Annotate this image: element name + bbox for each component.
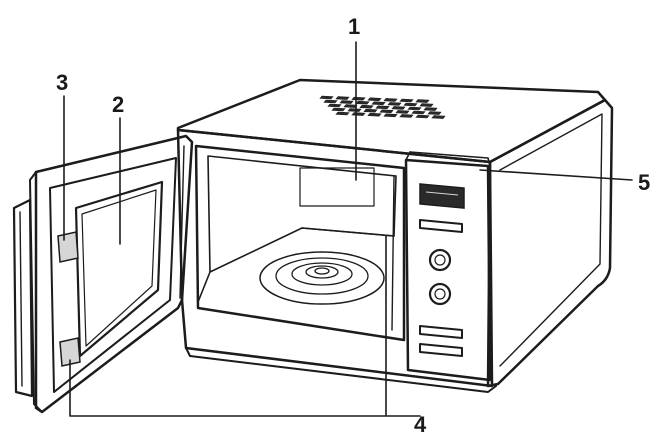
vent-slot [411, 110, 426, 115]
vent-slot [399, 98, 414, 103]
callout-4: 4 [414, 412, 427, 437]
vent-slot [367, 97, 382, 102]
vent-slot [415, 99, 430, 103]
callout-labels: 1 2 3 4 5 [56, 14, 650, 437]
cabinet-side [486, 98, 614, 388]
control-knob-lower [428, 282, 452, 306]
vent-slot [431, 115, 446, 119]
cavity-floor-edge [197, 271, 211, 303]
microwave-cabinet [176, 78, 614, 393]
control-knob-upper-inner [434, 254, 446, 266]
vent-grille [319, 95, 446, 119]
vent-slot [371, 101, 386, 106]
callout-leaders [63, 41, 633, 417]
vent-slot [387, 102, 402, 106]
vent-slot [419, 103, 434, 107]
control-panel [404, 151, 492, 382]
leader-5 [479, 169, 633, 181]
display-highlight [425, 191, 459, 196]
door-latch-lower [59, 337, 81, 367]
vent-slot [331, 107, 346, 112]
turntable-hub [314, 267, 330, 275]
control-panel-top-bevel [409, 151, 491, 167]
vent-slot [335, 111, 350, 116]
microwave-door [12, 134, 194, 414]
cabinet-bottom-edge [185, 347, 497, 393]
display-window [419, 183, 465, 209]
vent-slot [347, 108, 362, 112]
cavity-frame [194, 144, 406, 342]
panel-button-top [419, 219, 463, 233]
vent-slot [335, 96, 350, 100]
door-handle-inner [19, 211, 23, 387]
control-panel-top [405, 151, 411, 161]
vent-slot [363, 108, 378, 113]
door-outer [34, 134, 194, 414]
vent-slot [319, 95, 334, 100]
vent-slot [403, 102, 418, 107]
panel-button-lower-1 [419, 325, 463, 339]
control-panel-frame [404, 158, 492, 382]
door-window-inner [81, 189, 157, 347]
vent-slot [327, 103, 342, 108]
turntable-ring-1 [275, 257, 369, 295]
vent-slot [379, 109, 394, 114]
door-inner-frame [49, 157, 177, 393]
vent-slot [323, 99, 338, 104]
callout-5: 5 [638, 170, 650, 195]
door-window [74, 180, 164, 358]
turntable-ring-2 [291, 262, 353, 286]
cabinet-side-inner-edge [499, 113, 603, 367]
vent-slot [359, 104, 374, 109]
cavity-inner-panel [299, 167, 375, 207]
door-handle [12, 198, 34, 398]
cavity-back-wall [207, 155, 397, 273]
vent-slot [367, 112, 382, 117]
vent-slot [427, 111, 442, 115]
vent-slot [343, 104, 358, 108]
vent-slot [375, 105, 390, 110]
turntable [259, 251, 385, 305]
vent-slot [355, 100, 370, 105]
control-knob-lower-inner [434, 288, 446, 300]
door-latch-upper [57, 231, 79, 263]
vent-slot [391, 106, 406, 110]
oven-cavity [194, 144, 406, 342]
vent-slot [415, 114, 430, 119]
callout-3: 3 [56, 70, 68, 95]
cavity-right-wall [391, 175, 395, 331]
vent-slot [399, 114, 414, 118]
turntable-outer [259, 251, 385, 305]
vent-slot [423, 107, 438, 111]
vent-slot [383, 98, 398, 102]
vent-slot [351, 112, 366, 116]
vent-slot [407, 106, 422, 111]
vent-slot [351, 96, 366, 101]
turntable-ring-3 [305, 265, 339, 279]
vent-slot [339, 100, 354, 104]
control-knob-upper [428, 248, 452, 272]
vent-slot [395, 110, 410, 114]
panel-button-lower-2 [419, 343, 463, 357]
callout-1: 1 [348, 14, 360, 39]
door-seam [179, 145, 185, 299]
cavity-floor-back [301, 227, 395, 237]
vent-slot [383, 113, 398, 118]
leader-4 [69, 235, 421, 417]
callout-2: 2 [112, 92, 124, 117]
